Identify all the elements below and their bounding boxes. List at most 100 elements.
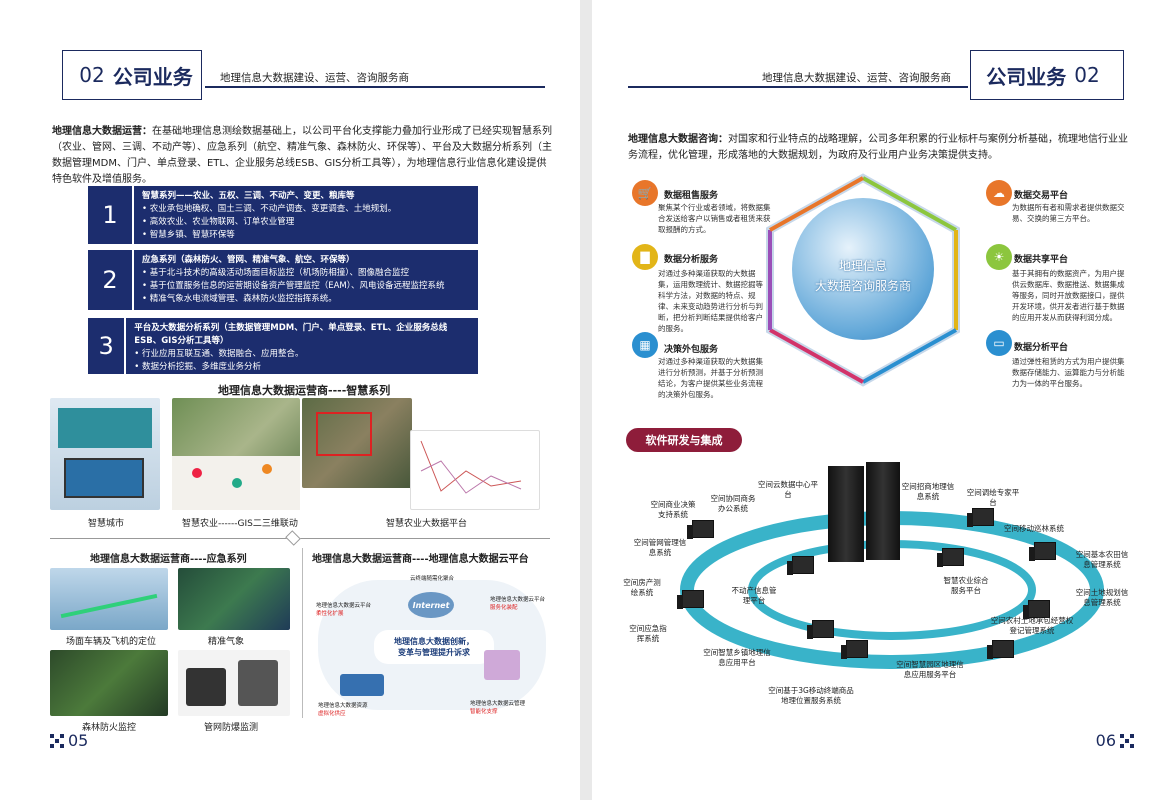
node-label: 空间智慧乡镇地理信息应用平台 [703,648,771,667]
internet-globe-icon: Internet [408,592,454,618]
airport-image [50,568,168,630]
calculator-icon: ▦ [632,332,658,358]
right-header-rule [628,86,968,88]
node-label: 空间土地规划信息管理系统 [1075,588,1129,607]
smart-city-image [50,398,160,510]
node-label: 空间管网管理信息系统 [633,538,687,557]
right-page-number: 06 [1096,731,1134,750]
node-label: 空间智慧园区地理信息应用服务平台 [896,660,964,679]
band-2-item: 精准气象水电流域管理、森林防火监控指挥系统。 [142,293,445,306]
cart-icon: 🛒 [632,180,658,206]
right-page: 地理信息大数据建设、运营、咨询服务商 公司业务 02 地理信息大数据咨询：对国家… [592,0,1172,800]
workstation-icon [967,508,994,527]
band-2-item: 基于北斗技术的高级活动场面目标监控（机场防相撞）、图像融合监控 [142,267,445,280]
service-title: 数据交易平台 [1014,191,1069,201]
service-text: 通过弹性租赁的方式为用户提供集数据存储能力、运算能力与分析能力为一体的平台服务。 [1012,357,1125,388]
band-2: 2 应急系列（森林防火、管网、精准气象、航空、环保等） 基于北斗技术的高级活动场… [88,250,478,310]
forest-fire-image [50,650,168,716]
node-label: 空间应急指挥系统 [629,624,667,643]
band-3: 3 平台及大数据分析系列（主数据管理MDM、门户、单点登录、ETL、企业服务总线… [88,318,478,374]
service-title: 数据分析服务 [664,255,719,265]
service-text: 基于其拥有的数据资产，为用户提供云数据库、数据推送、数据集成等服务，同时开放数据… [1012,269,1125,322]
node-label: 空间农村土地承包经营权登记管理系统 [990,616,1074,635]
right-intro: 地理信息大数据咨询：对国家和行业特点的战略理解，公司多年积累的行业标杆与案例分析… [628,132,1128,164]
left-header-rule [205,86,545,88]
sec3-title: 地理信息大数据运营商----地理信息大数据云平台 [312,554,529,565]
cloud-diagram: Internet 地理信息大数据创新， 变革与管理提升诉求 [318,580,546,710]
cap-pipeline: 管网防爆监测 [204,723,259,733]
node-label: 空间协同商务办公系统 [710,494,756,513]
workstation-icon [937,548,964,567]
band-3-item: 行业应用互联互通、数据融合、应用整合。 [134,348,470,361]
cloud-bottom-right-label: 地理信息大数据云管理智能化支撑 [470,701,526,715]
server-stack-icon [340,674,384,696]
pixel-logo-icon [50,733,64,748]
band-1-item: 高效农业、农业物联网、订单农业管理 [142,216,396,229]
service-title: 决策外包服务 [664,345,719,355]
workstation-icon [1029,542,1056,561]
cloud-center: 地理信息大数据创新， 变革与管理提升诉求 [374,630,494,664]
node-label: 空间调绘专家平台 [966,488,1020,507]
service-text: 对通过多种渠道获取的大数据集，运用数理统计、数据挖掘等科学方法，对数据的特点、规… [658,269,763,333]
node-label: 智慧农业综合服务平台 [943,576,989,595]
server-room-icon [484,650,520,680]
band-2-item: 基于位置服务信息的运营期设备资产管理监控（EAM）、风电设备远程监控系统 [142,280,445,293]
band-3-title: 平台及大数据分析系列（主数据管理MDM、门户、单点登录、ETL、企业服务总线ES… [134,323,448,346]
globe-image [792,198,934,340]
workstation-icon [1023,600,1050,619]
divider [50,538,290,539]
divider [300,538,550,539]
node-label: 空间云数据中心平台 [758,480,818,499]
left-subtitle: 地理信息大数据建设、运营、咨询服务商 [220,72,409,84]
node-label: 空间移动巡林系统 [1004,524,1064,533]
node-label: 空间基于3G移动终端商品地理位置服务系统 [768,686,854,705]
service-text: 为数据所有者和需求者提供数据交易、交换的第三方平台。 [1012,203,1125,223]
cloud-bottom-left-label: 地理信息大数据资源虚拟化供应 [318,703,368,717]
band-1-title: 智慧系列——农业、五权、三调、不动产、变更、粮库等 [142,191,355,201]
cap-smart-city: 智慧城市 [88,519,125,529]
cap-smart-agri: 智慧农业------GIS二三维联动 [182,519,298,529]
line-chart-graphic [420,440,522,494]
smart-agriculture-map-image [172,398,300,510]
service-title: 数据共享平台 [1014,255,1069,265]
software-section-pill: 软件研发与集成 [626,428,742,452]
left-intro-bold: 地理信息大数据运营： [52,126,152,137]
band-3-num: 3 [88,318,127,374]
right-title-box: 公司业务 02 [970,50,1124,100]
band-1-item: 智慧乡镇、智慧环保等 [142,229,396,242]
service-text: 聚焦某个行业或者领域，将数据集合发送给客户以销售或者租赁来获取报酬的方式。 [658,203,771,234]
cap-weather: 精准气象 [208,637,245,647]
workstation-icon [677,590,704,609]
left-intro-text: 在基础地理信息测绘数据基础上，以公司平台化支撑能力叠加行业形成了已经实现智慧系列… [52,126,552,185]
cloud-center-line2: 变革与管理提升诉求 [398,648,470,657]
right-intro-bold: 地理信息大数据咨询： [628,134,728,145]
service-title: 数据分析平台 [1014,343,1069,353]
band-1: 1 智慧系列——农业、五权、三调、不动产、变更、粮库等 农业承包地确权、国土三调… [88,186,478,244]
globe-caption: 地理信息 大数据咨询服务商 [814,259,911,293]
line-chart-image [410,430,540,510]
band-2-title: 应急系列（森林防火、管网、精准气象、航空、环保等） [142,255,355,265]
pipeline-image [178,650,290,716]
cloud-right-label: 地理信息大数据云平台服务化装配 [490,597,546,611]
right-title-num: 02 [1074,63,1100,87]
hexagon-ring [766,173,960,387]
workstation-icon [841,640,868,659]
node-label: 空间房产测绘系统 [623,578,661,597]
server-tower-icon [828,466,864,562]
right-title: 公司业务 [986,64,1067,89]
vertical-divider [302,548,303,718]
left-title: 公司业务 [112,64,193,89]
node-label: 空间招商地理信息系统 [901,482,955,501]
right-subtitle: 地理信息大数据建设、运营、咨询服务商 [762,72,951,84]
service-text: 对通过多种渠道获取的大数据集进行分析预测，并基于分析预测结论，为客户提供某些业务… [658,357,763,399]
band-1-item: 农业承包地确权、国土三调、不动产调查、变更调查、土地规划。 [142,203,397,216]
server-tower-icon [866,462,900,560]
node-label: 空间商业决策支持系统 [650,500,696,519]
left-title-box: 02 公司业务 [62,50,202,100]
cap-airport: 场面车辆及飞机的定位 [66,637,157,647]
diamond-ornament [285,530,301,546]
left-title-num: 02 [79,63,105,87]
satellite-image [302,398,412,488]
workstation-icon [687,520,714,539]
right-intro-text: 对国家和行业特点的战略理解，公司多年积累的行业标杆与案例分析基础，梳理地信行业业… [628,134,1128,161]
